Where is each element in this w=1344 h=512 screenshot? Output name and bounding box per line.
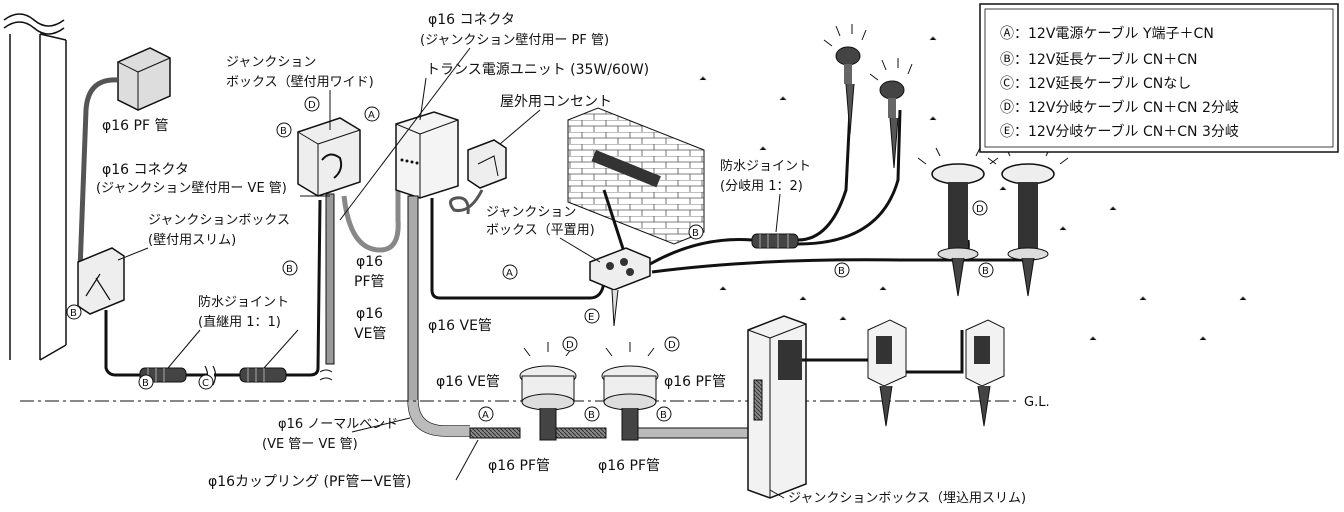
spotlight-2	[869, 58, 913, 169]
label-pf-pipe-left: φ16 PF 管	[102, 118, 168, 134]
label-jb-wide-2: ボックス（壁付用ワイド)	[226, 75, 374, 90]
svg-text:D: D	[976, 204, 984, 215]
label-ve16-a: φ16	[356, 306, 383, 322]
svg-text:A: A	[482, 410, 489, 421]
label-connector-ve: φ16 コネクタ	[102, 162, 189, 178]
outdoor-outlet	[467, 139, 507, 189]
label-normal-bend-sub: (VE 管ー VE 管)	[262, 437, 358, 452]
labels: φ16 コネクタ (ジャンクション壁付用ー PF 管) トランス電源ユニット (…	[96, 12, 1050, 506]
ve-pipe-main	[407, 195, 419, 402]
ve-pipe-under-box	[325, 193, 335, 365]
buried-light-1	[519, 342, 577, 441]
label-connector-pf-sub: (ジャンクション壁付用ー PF 管)	[420, 33, 609, 48]
label-ve16-pipe-2: φ16 VE管	[436, 374, 500, 390]
label-jb-wide-1: ジャンクション	[226, 55, 316, 70]
label-connector-pf: φ16 コネクタ	[428, 12, 515, 28]
label-jb-flat-2: ボックス（平置用)	[486, 223, 595, 238]
label-waterproof-branch-2: (分岐用 1：2)	[720, 179, 803, 194]
label-waterproof-straight-2: (直継用 1：1)	[198, 315, 281, 330]
transformer-unit	[395, 111, 459, 199]
cable-b-right	[649, 238, 753, 266]
bollard-light-1	[917, 147, 999, 297]
label-gl: G.L.	[1024, 395, 1050, 410]
pf-pipe-left	[77, 77, 119, 271]
svg-text:D: D	[668, 340, 676, 351]
markers: B B C B B D A A E B B B D D D A B B	[66, 96, 994, 422]
cable-a-flat	[430, 198, 606, 300]
waterproof-joint-branch	[751, 233, 799, 249]
svg-text:B: B	[142, 378, 149, 389]
junction-box-wall-wide	[297, 117, 361, 197]
legend-item: Ⓑ：12V延長ケーブル CN＋CN	[1000, 51, 1198, 68]
label-trans-unit: トランス電源ユニット (35W/60W)	[426, 62, 649, 78]
label-jb-slim-2: (壁付用スリム)	[148, 233, 236, 248]
legend: Ⓐ：12V電源ケーブル Y端子＋CN Ⓑ：12V延長ケーブル CN＋CN Ⓒ：1…	[979, 3, 1339, 153]
label-jb-flat-1: ジャンクション	[486, 205, 576, 220]
svg-text:B: B	[660, 410, 667, 421]
label-pf16-b: PF管	[354, 274, 385, 290]
svg-text:E: E	[588, 312, 594, 323]
house-top-box	[117, 47, 171, 111]
wall-light-2	[965, 319, 1005, 427]
svg-text:D: D	[566, 340, 574, 351]
pf-pipe-loop	[341, 170, 401, 253]
wall-light-1	[867, 319, 907, 427]
label-jb-slim-1: ジャンクションボックス	[148, 213, 290, 228]
label-ve16-b: VE管	[354, 326, 386, 342]
buried-light-2	[601, 342, 659, 441]
legend-item: Ⓔ：12V分岐ケーブル CN＋CN 3分岐	[1000, 123, 1239, 140]
label-pf16-a: φ16	[356, 254, 383, 270]
junction-box-flat	[589, 247, 651, 327]
label-normal-bend: φ16 ノーマルベンド	[278, 417, 398, 432]
svg-text:C: C	[202, 378, 209, 389]
legend-item: Ⓓ：12V分岐ケーブル CN＋CN 2分岐	[1000, 99, 1239, 116]
junction-box-wall-slim	[77, 247, 125, 315]
svg-text:B: B	[982, 266, 989, 277]
label-pf16-pipe-r: φ16 PF管	[664, 374, 726, 390]
label-pf16-pipe-b1: φ16 PF管	[488, 458, 550, 474]
label-ve16-pipe: φ16 VE管	[428, 318, 492, 334]
svg-text:B: B	[280, 126, 287, 137]
label-connector-ve-sub: (ジャンクション壁付用ー VE 管)	[96, 181, 287, 196]
svg-text:B: B	[838, 266, 845, 277]
label-waterproof-straight-1: 防水ジョイント	[198, 294, 289, 310]
pf-pipe-under-1	[469, 427, 521, 439]
svg-text:A: A	[506, 268, 513, 279]
spotlight-1	[823, 24, 867, 135]
cable-left-run	[104, 310, 140, 377]
bollard-light-2	[987, 147, 1069, 297]
power-cord	[449, 189, 484, 215]
legend-item: Ⓐ：12V電源ケーブル Y端子＋CN	[1000, 25, 1214, 42]
svg-text:B: B	[286, 264, 293, 275]
legend-item: Ⓒ：12V延長ケーブル CNなし	[1000, 75, 1191, 92]
svg-text:A: A	[368, 110, 375, 121]
house-wall	[3, 13, 67, 361]
label-outdoor-outlet: 屋外用コンセント	[500, 94, 612, 110]
junction-box-buried	[747, 315, 807, 499]
svg-text:D: D	[308, 100, 316, 111]
svg-text:B: B	[588, 410, 595, 421]
label-jb-buried: ジャンクションボックス（埋込用スリム)	[788, 491, 1026, 506]
grass-texture	[699, 36, 1247, 341]
svg-text:B: B	[70, 308, 77, 319]
label-waterproof-branch-1: 防水ジョイント	[720, 158, 811, 174]
label-coupling: φ16カップリング (PF管ーVE管)	[208, 474, 411, 490]
label-pf16-pipe-b2: φ16 PF管	[598, 458, 660, 474]
svg-text:B: B	[692, 228, 699, 239]
brick-wall	[567, 107, 705, 245]
